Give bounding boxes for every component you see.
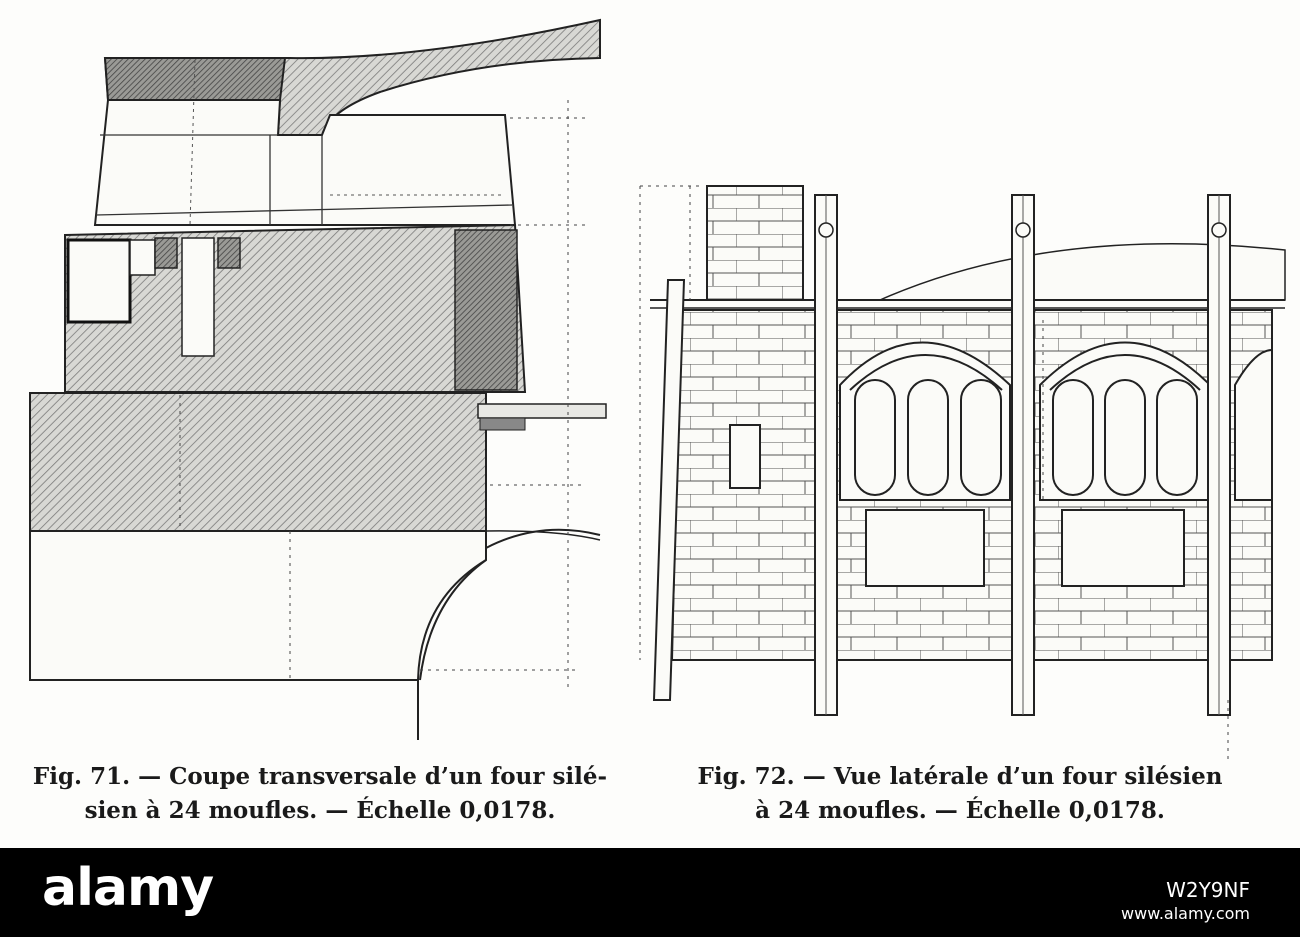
engraving-drawings [29, 18, 1286, 760]
alamy-logo: alamy [42, 858, 214, 918]
watermark-banner: alamy W2Y9NF www.alamy.com [0, 848, 1300, 937]
image-id-label: W2Y9NF [1166, 878, 1250, 902]
figure-72-caption: Fig. 72. — Vue latérale d’un four silési… [640, 760, 1280, 828]
figure-71-caption: Fig. 71. — Coupe transversale d’un four … [20, 760, 620, 828]
figure-71-cross-section [29, 18, 607, 740]
figure-71-caption-line1: Fig. 71. — Coupe transversale d’un four … [32, 763, 608, 790]
figure-72-caption-line1: Fig. 72. — Vue latérale d’un four silési… [697, 763, 1223, 790]
figure-72-caption-line2: à 24 moufles. — Échelle 0,0178. [755, 797, 1165, 824]
arch-window-left [839, 341, 1011, 501]
site-url-label: www.alamy.com [1121, 904, 1250, 923]
arch-window-right [1039, 341, 1211, 501]
scanned-plate [29, 18, 1286, 760]
figure-72-side-view [639, 185, 1286, 760]
figure-71-caption-line2: sien à 24 moufles. — Échelle 0,0178. [84, 797, 556, 824]
